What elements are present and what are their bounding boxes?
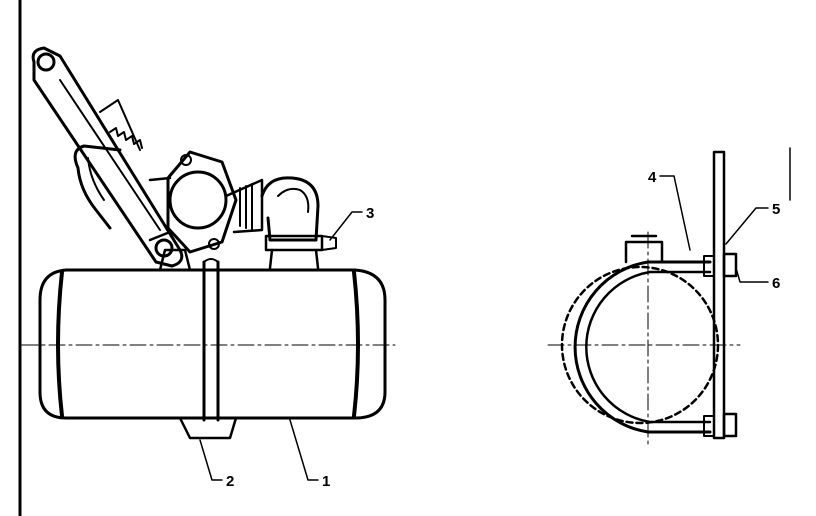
callout-4: 4 (648, 169, 657, 186)
leader-line-2 (199, 439, 223, 481)
end-view (547, 147, 791, 449)
callout-1: 1 (322, 473, 330, 490)
callout-5: 5 (772, 201, 780, 218)
lever-arm (31, 46, 184, 268)
callout-2: 2 (226, 473, 234, 490)
leader-line-6 (735, 267, 769, 283)
leader-line-5 (725, 207, 769, 245)
top-fitting (624, 234, 664, 264)
callout-3: 3 (366, 205, 374, 222)
side-view (21, 46, 396, 481)
mounting-plate (712, 150, 726, 440)
upper-nut (722, 252, 738, 278)
lower-nut (722, 412, 738, 438)
leader-line-1 (289, 419, 319, 481)
u-bolt-clamp (573, 260, 712, 434)
leader-line-4 (659, 175, 691, 251)
leader-line-3 (329, 211, 363, 241)
callout-6: 6 (772, 275, 780, 292)
valve-assembly (73, 144, 337, 272)
tank-end-circle (560, 265, 720, 425)
tank-body (38, 258, 387, 440)
